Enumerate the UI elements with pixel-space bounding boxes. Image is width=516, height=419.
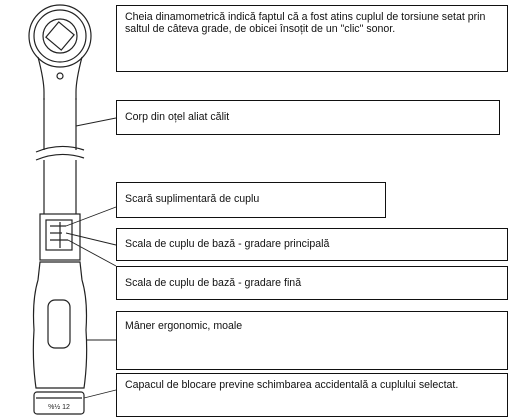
callout-main-scale-text: Scala de cuplu de bază - gradare princip… [125, 238, 330, 250]
lock-cap [33, 391, 85, 415]
callout-handle-text: Mâner ergonomic, moale [125, 320, 243, 332]
callout-fine-scale: Scala de cuplu de bază - gradare fină [116, 266, 508, 300]
callout-ratchet-head: Cheia dinamometrică indică faptul că a f… [116, 5, 508, 72]
callout-extra-scale: Scară suplimentară de cuplu [116, 182, 386, 218]
lock-cap-marking: %½ 12 [48, 403, 70, 411]
callout-extra-scale-text: Scară suplimentară de cuplu [125, 193, 260, 205]
leader-lines [65, 117, 117, 399]
callout-fine-scale-text: Scala de cuplu de bază - gradare fină [125, 277, 302, 289]
wrench-shaft [35, 98, 85, 214]
callout-steel-body-text: Corp din oțel aliat călit [125, 111, 230, 123]
callout-ratchet-head-text: Cheia dinamometrică indică faptul că a f… [125, 11, 486, 36]
torque-scale-window [39, 213, 81, 261]
ergonomic-handle [32, 261, 88, 389]
callout-steel-body: Corp din oțel aliat călit [116, 100, 500, 135]
ratchet-head [28, 4, 92, 100]
callout-main-scale: Scala de cuplu de bază - gradare princip… [116, 228, 508, 261]
callout-lock-cap-text: Capacul de blocare previne schimbarea ac… [125, 379, 459, 391]
callout-lock-cap: Capacul de blocare previne schimbarea ac… [116, 373, 508, 417]
callout-handle: Mâner ergonomic, moale [116, 311, 508, 370]
